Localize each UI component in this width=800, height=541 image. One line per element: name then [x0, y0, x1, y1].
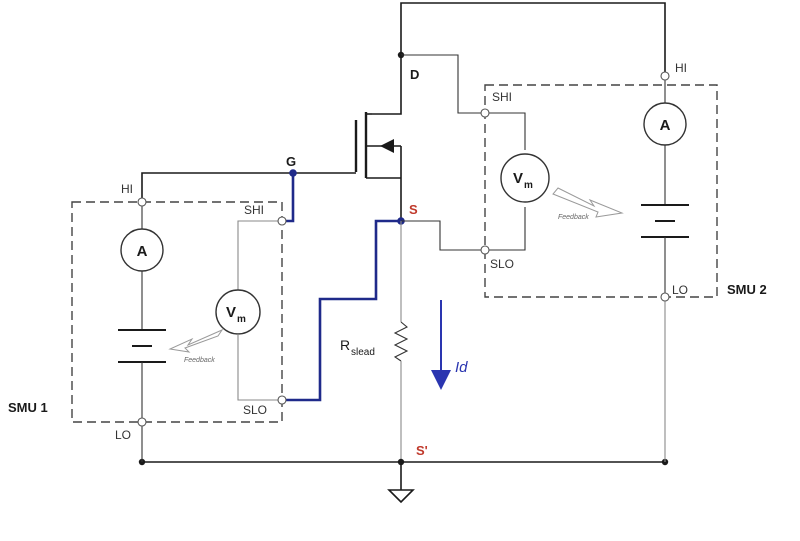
source-prime-label: S': [416, 443, 428, 458]
smu2-feedback-arrow-icon: [552, 187, 624, 218]
smu1-hi-terminal: [137, 197, 147, 207]
smu1-shi-terminal: [277, 216, 287, 226]
source-label: S: [409, 202, 418, 217]
smu2-shi-label: SHI: [492, 90, 512, 104]
smu2-slo-label: SLO: [490, 257, 514, 271]
smu2-slo-terminal: [480, 245, 490, 255]
smu1-wire-slo: [237, 334, 282, 401]
smu1-lo-label: LO: [115, 428, 131, 442]
current-label: Id: [455, 359, 468, 376]
smu2-hi-label: HI: [675, 61, 687, 75]
smu1-source-icon: [118, 329, 166, 363]
wire-source-sense-blue: [282, 219, 401, 402]
wire-drain-sense: [401, 54, 526, 150]
smu2-hi-terminal: [660, 71, 670, 81]
smu2-shi-terminal: [480, 108, 490, 118]
smu1-voltmeter-sub: m: [237, 314, 246, 325]
smu1-box: [71, 201, 283, 423]
wire-gate: [141, 172, 293, 202]
rslead-sub: slead: [351, 347, 375, 358]
smu2-lo-label: LO: [672, 283, 688, 297]
wire-drain-top: [400, 2, 666, 76]
smu1-wire-shi: [237, 220, 282, 290]
gate-junction: [289, 169, 297, 177]
smu1-feedback-arrow-icon: [168, 328, 224, 353]
smu1-voltmeter: [215, 289, 261, 335]
smu1-lo-terminal: [137, 417, 147, 427]
smu1-hi-label: HI: [121, 182, 133, 196]
smu2-voltmeter-label: V: [513, 170, 523, 187]
smu1-slo-terminal: [277, 395, 287, 405]
mosfet-icon: [293, 55, 402, 179]
smu1-feedback-label: Feedback: [184, 357, 215, 364]
smu2-box: [484, 84, 718, 298]
drain-label: D: [410, 67, 419, 82]
smu2-voltmeter-sub: m: [524, 180, 533, 191]
rslead-label: R: [340, 337, 350, 353]
smu1-voltmeter-label: V: [226, 304, 236, 321]
wire-source-sense: [401, 207, 526, 251]
ground-icon: [387, 489, 415, 504]
smu1-title: SMU 1: [8, 400, 48, 415]
smu2-ammeter-label: A: [660, 117, 671, 134]
smu1-slo-label: SLO: [243, 403, 267, 417]
smu2-voltmeter: [500, 153, 550, 203]
wire-gate-sense-blue: [282, 173, 295, 223]
smu1-ammeter-label: A: [137, 243, 148, 260]
gate-label: G: [286, 154, 296, 169]
resistor-icon: [393, 321, 409, 362]
smu2-lo-terminal: [660, 292, 670, 302]
smu2-feedback-label: Feedback: [558, 214, 589, 221]
smu2-source-icon: [641, 204, 689, 238]
smu2-title: SMU 2: [727, 282, 767, 297]
smu1-shi-label: SHI: [244, 203, 264, 217]
